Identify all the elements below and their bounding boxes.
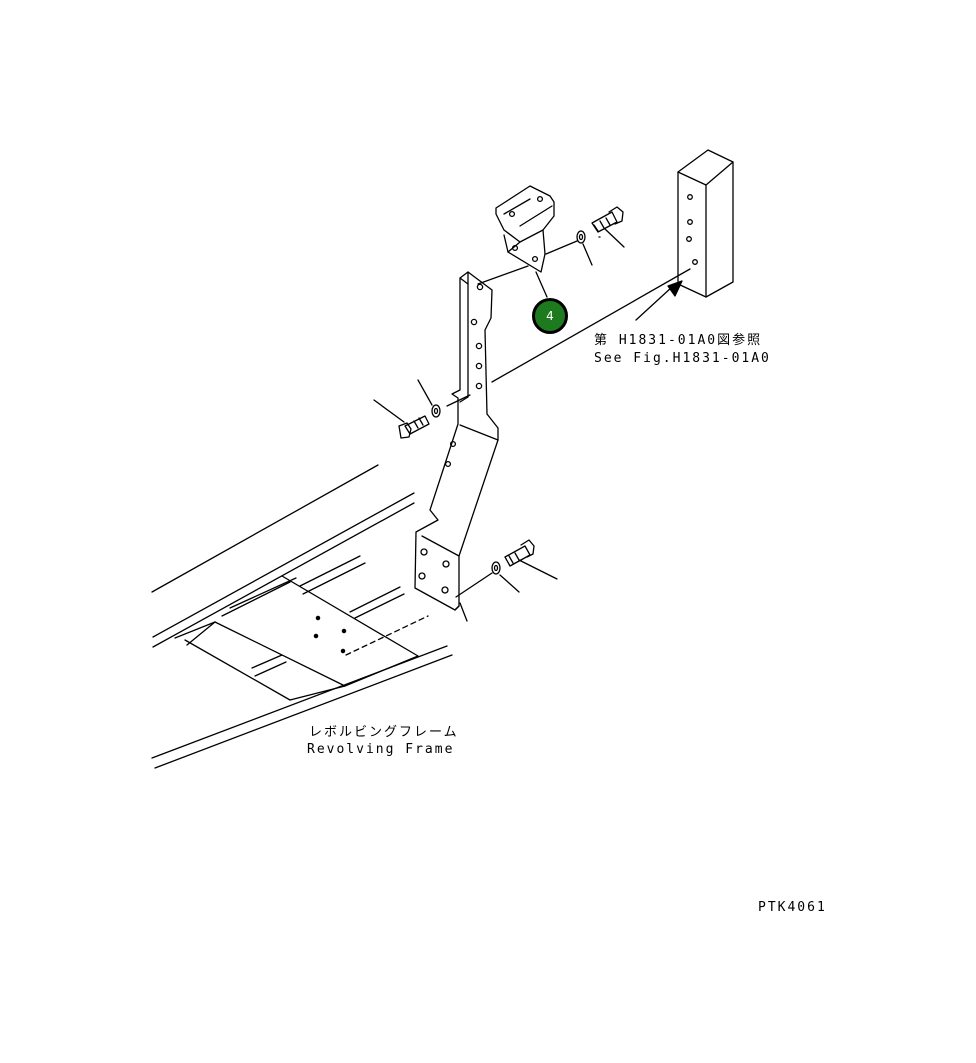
frame-label-en: Revolving Frame <box>307 742 455 757</box>
reference-note-en: See Fig.H1831-01A0 <box>594 351 771 366</box>
bolt-upper[interactable] <box>591 206 624 233</box>
drawing-code: PTK4061 <box>758 900 827 915</box>
frame-label-jp: レボルビングフレーム <box>309 725 459 740</box>
washer-lower[interactable] <box>491 561 501 575</box>
revolving-frame <box>151 464 453 769</box>
reference-note-jp: 第 H1831-01A0図参照 <box>594 333 763 348</box>
upper-bracket[interactable] <box>495 185 555 273</box>
washer-middle[interactable] <box>431 404 441 418</box>
assembly-lines <box>373 228 691 622</box>
bolt-middle[interactable] <box>398 415 430 439</box>
part-callout-number: 4 <box>546 309 554 323</box>
counterweight-block[interactable] <box>677 149 734 298</box>
main-bracket[interactable] <box>414 271 499 611</box>
washer-upper[interactable] <box>576 230 586 244</box>
part-callout-4[interactable]: 4 <box>532 298 568 334</box>
bolt-lower[interactable] <box>504 539 535 567</box>
